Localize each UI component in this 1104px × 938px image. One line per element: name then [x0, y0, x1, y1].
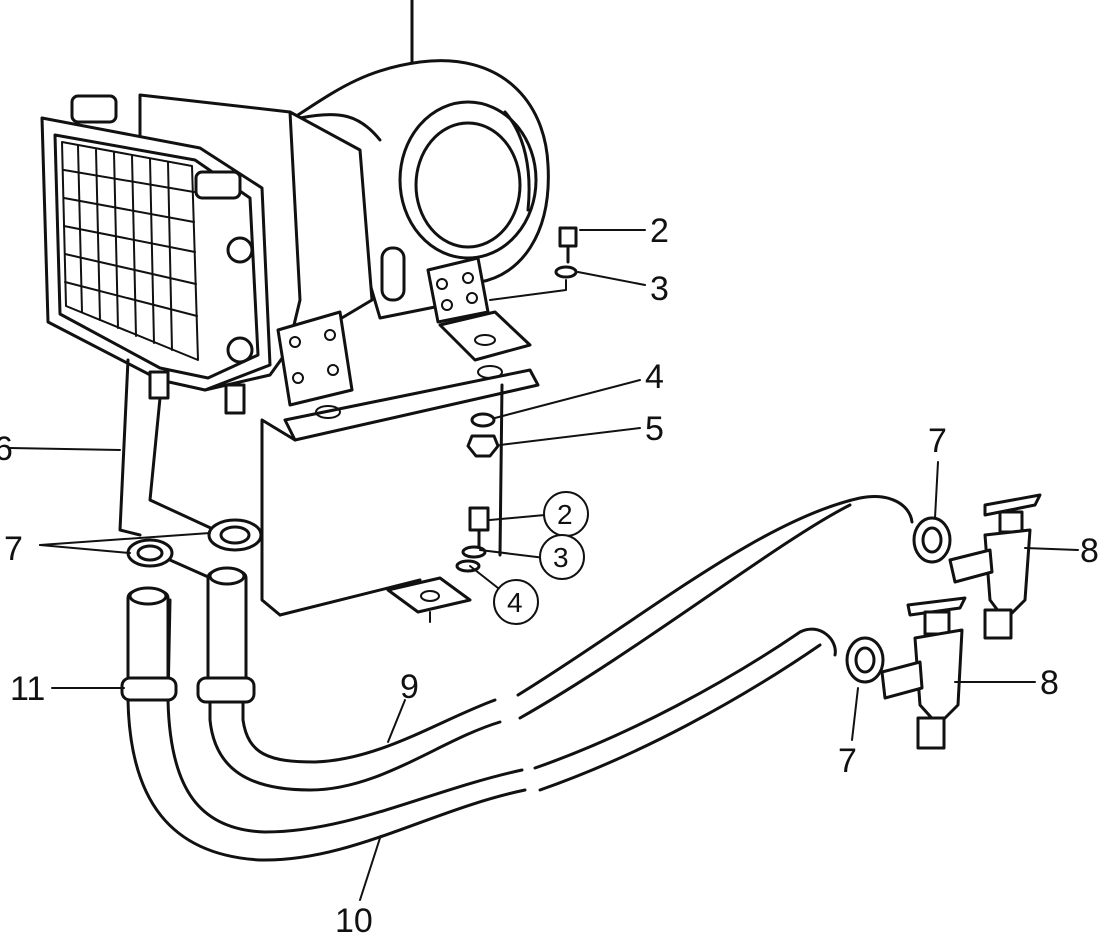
- callout-circles: [493, 491, 589, 625]
- valve-upper-handle: [983, 493, 1042, 517]
- frame-bolt-b: [226, 336, 254, 364]
- hose-9-outer-b: [518, 503, 852, 720]
- hoses: [120, 495, 914, 862]
- washer-upper: [554, 265, 578, 279]
- hose-9-inner-b: [516, 495, 914, 697]
- valve-upper-nozzle: [948, 548, 994, 584]
- radiator-frame-inner: [53, 133, 260, 380]
- bracket-plate: [283, 368, 540, 442]
- housing-slot: [380, 246, 406, 302]
- pipe-6-inner: [148, 396, 217, 532]
- bracket-tab-left: [276, 310, 354, 407]
- label-5: 5: [645, 410, 664, 448]
- valve-upper-outlet: [983, 608, 1013, 640]
- label-7-lower-right: 7: [838, 742, 857, 780]
- radiator-core: [61, 141, 199, 361]
- washer-lower: [461, 545, 487, 559]
- label-6: 6: [0, 430, 13, 468]
- washer-mid: [470, 412, 496, 428]
- valve-upper-stem: [998, 510, 1024, 534]
- label-8-lower: 8: [1040, 664, 1059, 702]
- ring-11-left: [120, 676, 178, 702]
- frame-clip-right: [194, 170, 242, 200]
- fitting-right: [224, 383, 246, 415]
- frame-clip-top: [70, 94, 118, 124]
- label-11: 11: [10, 670, 45, 708]
- bracket-tab-right: [426, 256, 490, 324]
- clamp-right-upper: [912, 516, 952, 564]
- heater-unit: [40, 0, 550, 415]
- label-3: 3: [650, 270, 669, 308]
- clamp-left-lower: [126, 538, 174, 568]
- valves-right: [845, 493, 1042, 750]
- intake-rim: [503, 110, 531, 212]
- label-7-left: 7: [4, 530, 23, 568]
- sleeve-right: [206, 570, 248, 686]
- label-2-circled: 2: [557, 499, 573, 530]
- hose-10-inner-b: [533, 627, 837, 770]
- bolt-upper: [558, 226, 578, 248]
- pipe-6: [118, 358, 217, 537]
- circle-4: [493, 579, 539, 625]
- nut-mid: [466, 434, 500, 458]
- label-2: 2: [650, 212, 669, 250]
- clamps-left: [126, 518, 263, 582]
- fitting-left: [148, 370, 170, 400]
- label-4: 4: [645, 358, 664, 396]
- housing-seam: [298, 112, 382, 142]
- clamp-left-upper: [207, 518, 263, 552]
- circle-3: [539, 534, 585, 580]
- blower-intake-inner: [414, 121, 522, 249]
- bolt-lower: [468, 506, 490, 532]
- bracket-bottom-edge: [278, 578, 422, 617]
- hose-10-outer-b: [538, 643, 822, 792]
- label-8-upper: 8: [1080, 532, 1099, 570]
- hose-9-inner: [241, 588, 497, 764]
- label-4-circled: 4: [507, 587, 523, 618]
- callout-labels: 2 3 4 5 6 7 7 7 8 8 9 10 11 2 3 4: [0, 212, 1099, 938]
- ring-11-right: [196, 676, 256, 704]
- valve-upper-body: [983, 528, 1032, 622]
- bracket-bottom-tab: [386, 576, 472, 614]
- valve-lower-handle: [906, 596, 967, 617]
- label-3-circled: 3: [553, 542, 569, 573]
- valve-lower-nozzle: [880, 660, 924, 700]
- label-7-upper-right: 7: [928, 422, 947, 460]
- frame-bolt-a: [226, 236, 254, 264]
- label-9: 9: [400, 668, 419, 706]
- mounting-bracket: [260, 256, 540, 623]
- bracket-upright-right: [498, 383, 504, 557]
- pipe-6-outer: [118, 358, 142, 537]
- valve-lower-outlet: [916, 716, 946, 750]
- hose-9-outer: [208, 588, 502, 792]
- valve-lower-body: [913, 628, 964, 727]
- bracket-upright-left: [260, 418, 297, 617]
- hose-10-inner: [166, 598, 524, 834]
- leader-lines: [9, 229, 1079, 901]
- hose-10-outer: [126, 598, 527, 862]
- valve-lower-stem: [923, 610, 951, 636]
- label-10: 10: [335, 902, 373, 938]
- clamp-right-lower: [845, 636, 885, 684]
